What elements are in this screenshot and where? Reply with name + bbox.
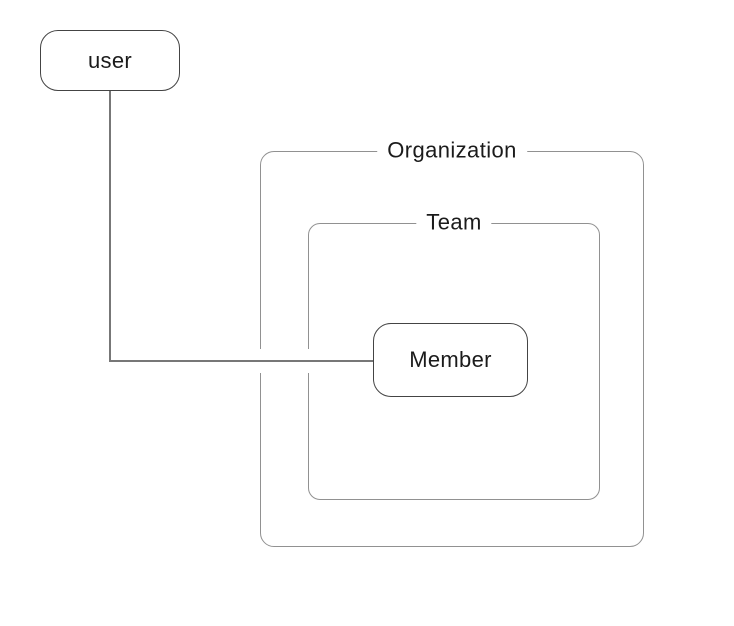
- node-user-label: user: [88, 47, 132, 73]
- container-organization: Organization Team: [260, 137, 644, 547]
- edge-user-member-vertical-segment: [109, 91, 111, 361]
- edge-user-member-horizontal-segment: [109, 360, 374, 362]
- node-member: Member: [373, 323, 528, 397]
- node-user: user: [40, 30, 180, 91]
- node-member-label: Member: [409, 347, 492, 372]
- container-team-label: Team: [416, 209, 492, 237]
- container-organization-label: Organization: [377, 137, 527, 165]
